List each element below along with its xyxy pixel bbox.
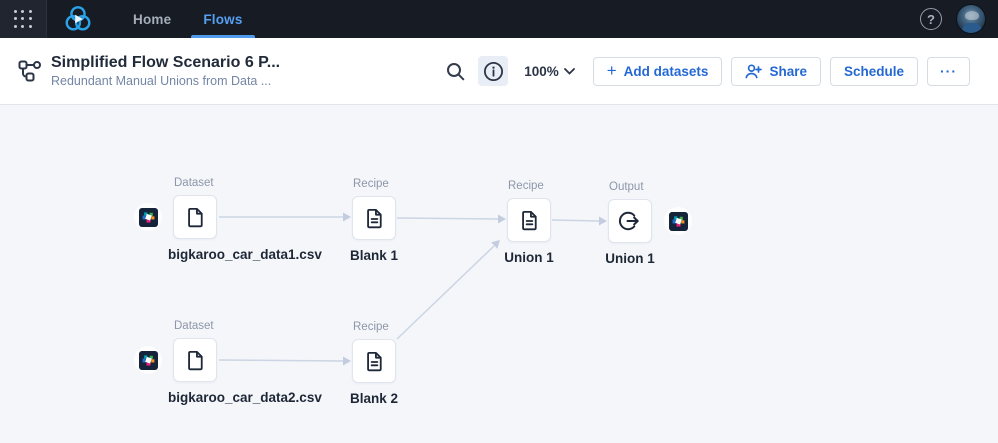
node-recipe-blank-2: Recipe Blank 2 bbox=[350, 321, 398, 406]
node-name-label[interactable]: Blank 2 bbox=[349, 391, 399, 406]
recipe-document-icon bbox=[521, 210, 537, 230]
export-icon bbox=[619, 211, 639, 231]
node-name-label[interactable]: Union 1 bbox=[605, 251, 655, 266]
tab-home-label: Home bbox=[133, 11, 172, 27]
recipe-node-button[interactable] bbox=[507, 198, 551, 242]
node-type-label: Dataset bbox=[174, 320, 214, 332]
node-name-label[interactable]: Union 1 bbox=[504, 250, 554, 265]
node-dataset-2: Dataset bigkaroo_car_data2.csv bbox=[168, 320, 322, 405]
zoom-control[interactable]: 100% bbox=[524, 64, 575, 79]
recipe-node-button[interactable] bbox=[352, 196, 396, 240]
info-icon bbox=[483, 61, 503, 81]
connector-badge[interactable] bbox=[664, 207, 692, 235]
file-icon bbox=[187, 350, 203, 370]
node-recipe-union-1: Recipe Union 1 bbox=[504, 180, 554, 265]
connector-badge[interactable] bbox=[134, 203, 162, 231]
nav-tabs: Home Flows bbox=[117, 0, 259, 38]
node-output-union-1: Output Union 1 bbox=[605, 181, 655, 266]
node-dataset-1: Dataset bigkaroo_car_data1.csv bbox=[168, 177, 322, 262]
dataset-node-button[interactable] bbox=[173, 338, 217, 382]
tab-home[interactable]: Home bbox=[117, 0, 187, 38]
schedule-label: Schedule bbox=[843, 63, 904, 79]
flow-title: Simplified Flow Scenario 6 P... bbox=[51, 54, 281, 71]
output-node-button[interactable] bbox=[608, 199, 652, 243]
flow-edges bbox=[218, 212, 607, 366]
help-icon[interactable]: ? bbox=[920, 8, 942, 30]
share-button[interactable]: Share bbox=[731, 56, 821, 86]
recipe-document-icon bbox=[366, 208, 382, 228]
node-type-label: Recipe bbox=[353, 321, 389, 333]
node-type-label: Output bbox=[609, 181, 644, 193]
node-name-label[interactable]: bigkaroo_car_data1.csv bbox=[168, 247, 322, 262]
node-type-label: Recipe bbox=[353, 178, 389, 190]
dataset-node-button[interactable] bbox=[173, 195, 217, 239]
plus-icon: + bbox=[606, 60, 617, 80]
app-grid-button[interactable] bbox=[0, 0, 47, 38]
schedule-button[interactable]: Schedule bbox=[829, 56, 918, 86]
connector-badge[interactable] bbox=[134, 346, 162, 374]
add-datasets-button[interactable]: + Add datasets bbox=[592, 56, 723, 86]
connector-badge-icon bbox=[138, 207, 158, 227]
share-label: Share bbox=[769, 63, 807, 79]
recipe-document-icon bbox=[366, 351, 382, 371]
add-datasets-label: Add datasets bbox=[623, 63, 709, 79]
more-options-label: ··· bbox=[940, 63, 957, 79]
recipe-node-button[interactable] bbox=[352, 339, 396, 383]
node-type-label: Dataset bbox=[174, 177, 214, 189]
flow-header: Simplified Flow Scenario 6 P... Redundan… bbox=[0, 38, 998, 105]
tab-flows-label: Flows bbox=[203, 11, 243, 27]
tab-flows[interactable]: Flows bbox=[187, 0, 258, 38]
node-type-label: Recipe bbox=[508, 180, 544, 192]
node-name-label[interactable]: Blank 1 bbox=[349, 248, 399, 263]
file-icon bbox=[187, 207, 203, 227]
person-add-icon bbox=[745, 63, 763, 78]
zoom-value: 100% bbox=[524, 63, 559, 79]
node-name-label[interactable]: bigkaroo_car_data2.csv bbox=[168, 390, 322, 405]
more-options-button[interactable]: ··· bbox=[927, 56, 970, 86]
trifacta-logo[interactable] bbox=[61, 3, 95, 35]
user-avatar[interactable] bbox=[956, 4, 986, 34]
chevron-down-icon bbox=[563, 67, 575, 75]
info-button[interactable] bbox=[478, 56, 509, 86]
node-recipe-blank-1: Recipe Blank 1 bbox=[350, 178, 398, 263]
search-icon bbox=[446, 62, 464, 80]
connector-badge-icon bbox=[668, 211, 688, 231]
connector-badge-icon bbox=[138, 350, 158, 370]
flow-subtitle: Redundant Manual Unions from Data ... bbox=[51, 74, 272, 88]
search-button[interactable] bbox=[440, 56, 470, 86]
app-grid-icon bbox=[13, 9, 33, 29]
flow-canvas[interactable]: Dataset bigkaroo_car_data1.csv Recipe Bl… bbox=[0, 106, 998, 443]
flow-branch-icon bbox=[17, 58, 43, 84]
top-nav-bar: Home Flows ? bbox=[0, 0, 998, 38]
